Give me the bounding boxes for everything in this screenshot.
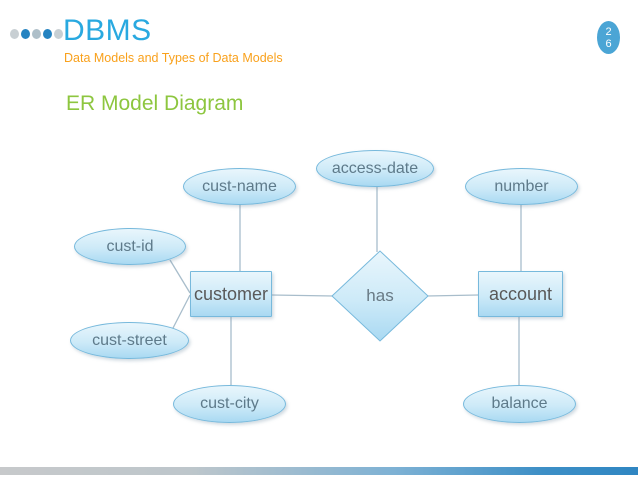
brand-dots-icon <box>10 29 63 39</box>
attribute-label: cust-id <box>106 237 154 255</box>
attribute-ellipse-cust-name: cust-name <box>183 168 296 205</box>
attribute-label: cust-street <box>92 331 167 349</box>
connector-custid-customer <box>169 259 191 294</box>
entity-label: account <box>488 283 553 304</box>
slide-heading: ER Model Diagram <box>66 92 244 115</box>
entity-rectangle-account: account <box>478 271 563 317</box>
page-number-line1: 2 <box>605 25 612 38</box>
relationship-diamond <box>331 250 429 342</box>
presentation-title: DBMS <box>63 14 152 47</box>
attribute-ellipse-cust-city: cust-city <box>173 385 286 423</box>
connector-has-account <box>426 294 479 297</box>
entity-rectangle-customer: customer <box>190 271 272 317</box>
attribute-label: cust-name <box>202 177 277 195</box>
brand-dot-icon <box>43 29 52 39</box>
page-number-line2: 6 <box>605 37 612 50</box>
brand-dot-icon <box>21 29 30 39</box>
connector-custstreet-customer <box>171 294 191 331</box>
attribute-ellipse-number: number <box>465 168 578 205</box>
relationship-label-has: has <box>366 286 394 305</box>
attribute-ellipse-access-date: access-date <box>316 150 434 187</box>
page-number-badge: 2 6 <box>597 21 620 54</box>
brand-dot-icon <box>10 29 19 39</box>
entity-label: customer <box>193 283 269 304</box>
brand-dot-icon <box>54 29 63 39</box>
attribute-label: balance <box>491 395 548 412</box>
attribute-ellipse-cust-id: cust-id <box>74 228 186 265</box>
brand-dot-icon <box>32 29 41 39</box>
attribute-ellipse-balance: balance <box>463 385 576 423</box>
attribute-label: cust-city <box>200 395 259 412</box>
attribute-label: access-date <box>331 159 419 177</box>
presentation-subtitle: Data Models and Types of Data Models <box>64 51 283 65</box>
attribute-label: number <box>494 177 549 195</box>
footer-gradient-bar <box>0 467 638 475</box>
connector-customer-has <box>271 294 334 297</box>
attribute-ellipse-cust-street: cust-street <box>70 322 189 359</box>
